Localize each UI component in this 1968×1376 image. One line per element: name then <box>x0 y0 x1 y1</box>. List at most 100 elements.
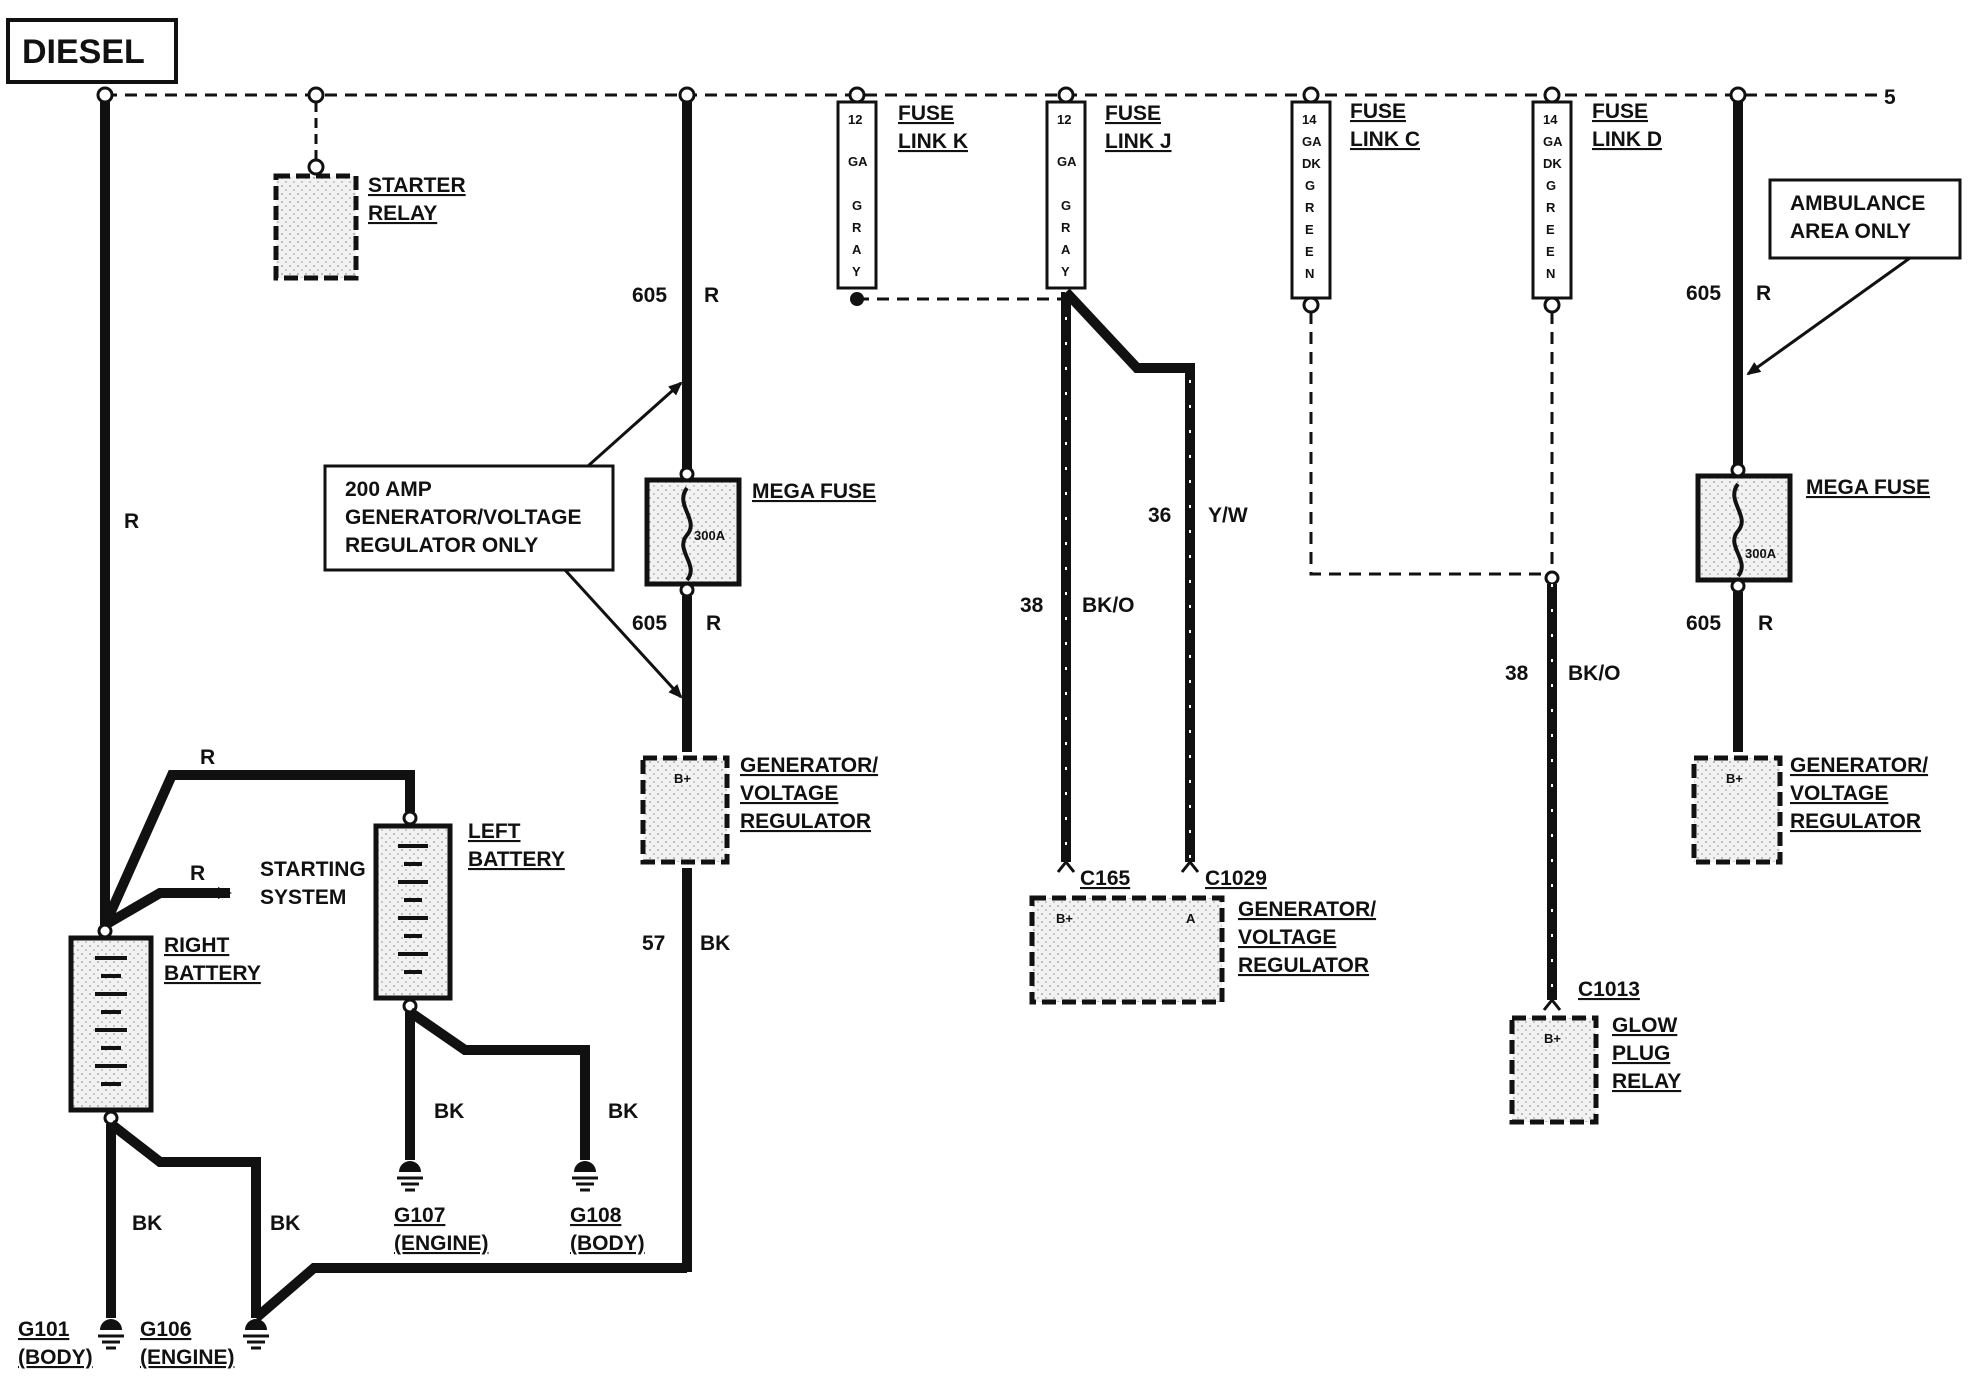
fuse-j-y: Y <box>1061 264 1070 279</box>
fuse-link-j: 12 GA G R A Y FUSE LINK J 38 BK/O 36 Y/W <box>1020 86 1248 862</box>
fuse-c-n: N <box>1305 266 1314 281</box>
fuse-link-c: 14 GA DK G R E E N FUSE LINK C <box>1290 86 1552 576</box>
fuse-c-g: G <box>1305 178 1315 193</box>
g101-location: (BODY) <box>18 1346 93 1369</box>
gen-reg-3-line-3: REGULATOR <box>1790 810 1921 833</box>
fuse-j-r: R <box>1061 220 1071 235</box>
ground-g107: G107 (ENGINE) <box>394 1161 489 1255</box>
ambulance-branch: 605 R AMBULANCE AREA ONLY 300A MEGA FUSE… <box>1686 102 1962 865</box>
b-plus-glow: B+ <box>1544 1031 1561 1046</box>
wire-bk-3: BK <box>434 1100 464 1123</box>
wire-605-amb-top-circuit: 605 <box>1686 282 1721 305</box>
wire-605-top-color: R <box>704 284 719 307</box>
gen-reg-2-line-3: REGULATOR <box>1238 954 1369 977</box>
g108-location: (BODY) <box>570 1232 645 1255</box>
fuse-j-ga: GA <box>1057 154 1077 169</box>
fuse-link-j-line-2: LINK J <box>1105 130 1172 153</box>
starting-system-line-1: STARTING <box>260 858 366 881</box>
b-plus-3: B+ <box>1726 771 1743 786</box>
ground-g106: G106 (ENGINE) <box>140 1318 269 1369</box>
mega-fuse-branch: 605 R 300A MEGA FUSE 605 R <box>632 102 876 752</box>
gen-reg-3-line-1: GENERATOR/ <box>1790 754 1928 777</box>
fuse-c-ga: GA <box>1302 134 1322 149</box>
fuse-link-c-line-2: LINK C <box>1350 128 1420 151</box>
ground-g101: G101 (BODY) <box>18 1318 124 1369</box>
wire-bk-4: BK <box>608 1100 638 1123</box>
starter-relay: STARTER RELAY <box>273 102 466 281</box>
right-battery-group: RIGHT BATTERY BK BK <box>68 923 687 1322</box>
wire-36-circuit: 36 <box>1148 504 1171 527</box>
fuse-k-ga: GA <box>848 154 868 169</box>
continuation-label: 5 <box>1884 86 1896 109</box>
power-bus: 5 <box>96 86 1896 109</box>
connector-c1029: C1029 <box>1205 867 1267 890</box>
fuse-k-r: R <box>852 220 862 235</box>
fuse-link-j-line-1: FUSE <box>1105 102 1161 125</box>
callout-200-line-1: 200 AMP <box>345 478 432 501</box>
fuse-d-g: G <box>1546 178 1556 193</box>
generator-regulator-1: B+ GENERATOR/ VOLTAGE REGULATOR 57 BK <box>640 754 878 1272</box>
starter-relay-label-1: STARTER <box>368 174 466 197</box>
wire-38-circuit: 38 <box>1020 594 1044 617</box>
right-battery-line-2: BATTERY <box>164 962 261 985</box>
wire-605-amb-bot-circuit: 605 <box>1686 612 1721 635</box>
wire-605-amb-bot-color: R <box>1758 612 1773 635</box>
main-r-wire: R <box>100 102 139 925</box>
starter-relay-label-2: RELAY <box>368 202 437 225</box>
fuse-link-d-line-2: LINK D <box>1592 128 1662 151</box>
right-battery-line-1: RIGHT <box>164 934 230 957</box>
wire-r-starting: R <box>190 862 205 885</box>
left-battery-group: R LEFT BATTERY R STARTING SYSTEM BK BK <box>100 746 638 1160</box>
g106-location: (ENGINE) <box>140 1346 235 1369</box>
fuse-d-ga-size: 14 <box>1543 112 1558 127</box>
fuse-d-ga: GA <box>1543 134 1563 149</box>
ground-g108: G108 (BODY) <box>570 1161 645 1255</box>
fuse-k-a: A <box>852 242 862 257</box>
g107-location: (ENGINE) <box>394 1232 489 1255</box>
generator-regulator-2: C165 C1029 B+ A GENERATOR/ VOLTAGE REGUL… <box>1029 859 1376 1005</box>
gen-reg-1-line-3: REGULATOR <box>740 810 871 833</box>
fuse-k-g: G <box>852 198 862 213</box>
b-plus-2: B+ <box>1056 911 1073 926</box>
fuse-k-ga-size: 12 <box>848 112 862 127</box>
left-battery-line-2: BATTERY <box>468 848 565 871</box>
wire-57-circuit: 57 <box>642 932 665 955</box>
pin-a: A <box>1186 911 1196 926</box>
wire-38b-circuit: 38 <box>1505 662 1529 685</box>
callout-200-amp: 200 AMP GENERATOR/VOLTAGE REGULATOR ONLY <box>323 381 683 699</box>
fuse-c-dk: DK <box>1302 156 1321 171</box>
fuse-link-k-line-1: FUSE <box>898 102 954 125</box>
wire-605-top-circuit: 605 <box>632 284 667 307</box>
wire-605-mid-circuit: 605 <box>632 612 667 635</box>
fuse-link-c-line-1: FUSE <box>1350 100 1406 123</box>
wire-57-color: BK <box>700 932 730 955</box>
fuse-d-r: R <box>1546 200 1556 215</box>
callout-200-line-3: REGULATOR ONLY <box>345 534 538 557</box>
wire-r-main: R <box>124 510 139 533</box>
gen-reg-2-line-2: VOLTAGE <box>1238 926 1336 949</box>
mega-fuse-2-label: MEGA FUSE <box>1806 476 1930 499</box>
wire-bk-1: BK <box>132 1212 162 1235</box>
callout-ambulance-line-1: AMBULANCE <box>1790 192 1925 215</box>
connector-c165: C165 <box>1080 867 1131 890</box>
wire-r-left-battery: R <box>200 746 215 769</box>
fuse-d-dk: DK <box>1543 156 1562 171</box>
wire-36-color: Y/W <box>1208 504 1248 527</box>
callout-ambulance-line-2: AREA ONLY <box>1790 220 1911 243</box>
glow-plug-relay: C1013 B+ GLOW PLUG RELAY <box>1509 978 1681 1125</box>
b-plus-1: B+ <box>674 771 691 786</box>
g108-label: G108 <box>570 1204 622 1227</box>
fuse-j-ga-size: 12 <box>1057 112 1071 127</box>
fuse-c-r: R <box>1305 200 1315 215</box>
mega-fuse-2-rating: 300A <box>1745 546 1777 561</box>
callout-200-line-2: GENERATOR/VOLTAGE <box>345 506 581 529</box>
gen-reg-3-line-2: VOLTAGE <box>1790 782 1888 805</box>
title-box: DIESEL <box>6 18 178 84</box>
gen-reg-1-line-2: VOLTAGE <box>740 782 838 805</box>
fuse-d-n: N <box>1546 266 1555 281</box>
g107-label: G107 <box>394 1204 445 1227</box>
wire-bk-2: BK <box>270 1212 300 1235</box>
fuse-k-y: Y <box>852 264 861 279</box>
left-battery-line-1: LEFT <box>468 820 521 843</box>
